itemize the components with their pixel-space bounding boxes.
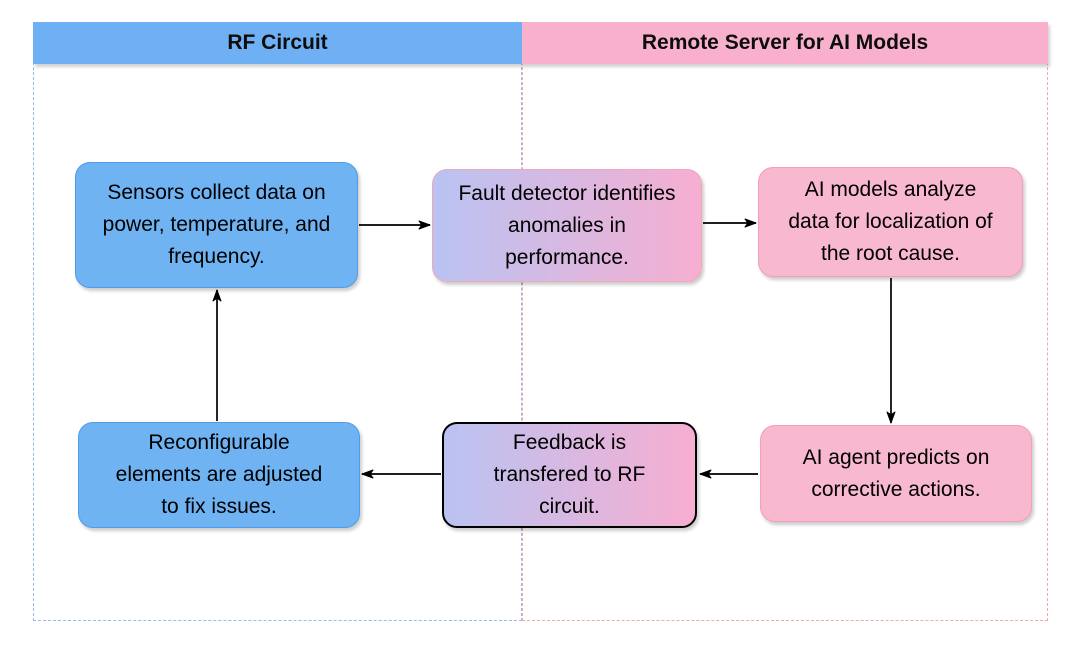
node-feedback: Feedback is transfered to RF circuit. bbox=[442, 422, 697, 528]
lane-header-rf-circuit: RF Circuit bbox=[33, 22, 522, 64]
node-ai-agent: AI agent predicts on corrective actions. bbox=[760, 425, 1032, 522]
lane-header-remote-server: Remote Server for AI Models bbox=[522, 22, 1048, 64]
lane-rf-circuit: RF Circuit bbox=[33, 22, 522, 621]
node-sensors: Sensors collect data on power, temperatu… bbox=[75, 162, 358, 288]
lane-remote-server: Remote Server for AI Models bbox=[522, 22, 1048, 621]
lane-title: RF Circuit bbox=[227, 31, 328, 54]
lane-title: Remote Server for AI Models bbox=[641, 31, 929, 54]
node-fault-detector: Fault detector identifies anomalies in p… bbox=[432, 169, 702, 282]
node-ai-models: AI models analyze data for localization … bbox=[758, 167, 1023, 277]
node-reconfigurable-elements: Reconfigurable elements are adjusted to … bbox=[78, 422, 360, 528]
